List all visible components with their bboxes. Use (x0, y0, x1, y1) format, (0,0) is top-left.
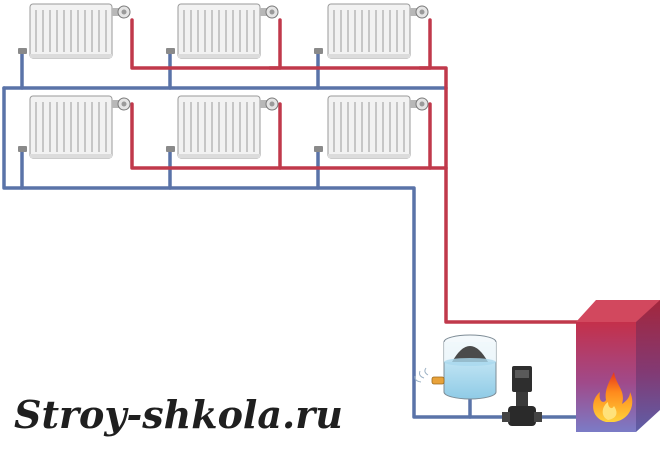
thermostatic-valve-icon (112, 5, 131, 19)
thermostatic-valve-icon (260, 5, 279, 19)
safety-valve-icon (414, 367, 445, 385)
thermostatic-valve-icon (410, 97, 429, 111)
return-pipes (2, 50, 514, 419)
radiator (177, 95, 261, 159)
radiators (29, 3, 411, 159)
circulation-pump (502, 366, 542, 426)
flame-icon (593, 372, 633, 422)
supply-pipes (130, 18, 582, 324)
watermark: Stroy-shkola.ru (14, 392, 343, 437)
radiator (327, 3, 411, 59)
thermostatic-valve-icon (112, 97, 131, 111)
radiator (177, 3, 261, 59)
radiator (29, 3, 113, 59)
radiator (327, 95, 411, 159)
thermostatic-valve-icon (410, 5, 429, 19)
radiator (29, 95, 113, 159)
thermostatic-valve-icon (260, 97, 279, 111)
return-valves (18, 48, 323, 152)
expansion-tank (443, 334, 497, 400)
thermostatic-valves (112, 5, 429, 111)
